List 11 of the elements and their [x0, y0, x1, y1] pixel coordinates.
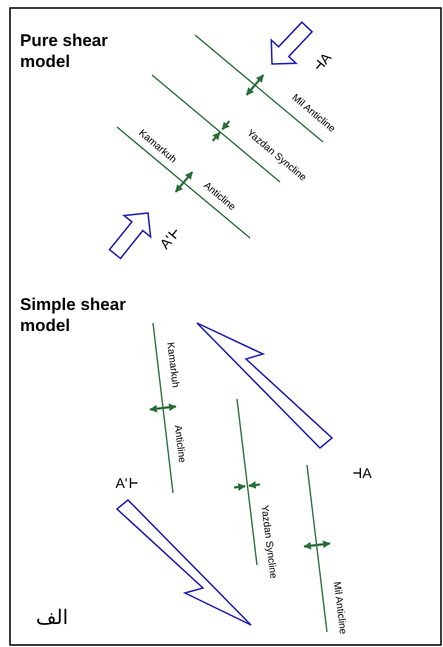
fold-label: Kamarkuh	[164, 342, 180, 388]
model-title: Pure shear model	[20, 30, 109, 72]
fold-label: Yazdan Syncline	[258, 504, 278, 580]
model-title: Simple shear model	[20, 294, 127, 336]
section-label: A'	[116, 476, 128, 490]
section-label: A'	[157, 233, 176, 252]
fold-label: Mil Anticline	[330, 581, 348, 635]
panel-letter: الف	[36, 607, 68, 627]
fold-label: Anticline	[172, 424, 186, 464]
section-label: A	[316, 50, 334, 66]
section-label: A	[362, 466, 372, 480]
